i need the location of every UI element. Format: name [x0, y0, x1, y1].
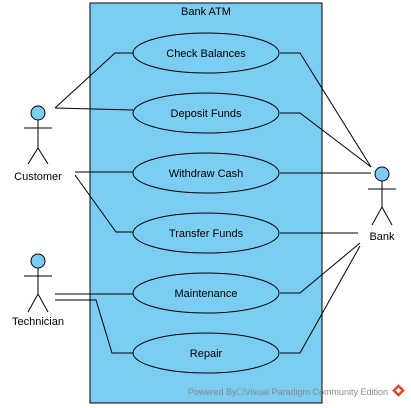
association-bank-repair: [280, 245, 361, 354]
use-case-transfer-funds[interactable]: Transfer Funds: [132, 212, 280, 254]
use-case-shape: [132, 32, 280, 74]
visual-paradigm-logo-icon: [392, 384, 405, 397]
use-case-label: Withdraw Cash: [169, 168, 244, 180]
associations: [54, 52, 372, 354]
actor-customer[interactable]: Customer: [14, 105, 62, 183]
use-case-shape: [132, 272, 280, 314]
stick-figure-icon: [24, 253, 52, 313]
stick-figure-icon: [368, 166, 396, 226]
actor-technician[interactable]: Technician: [12, 253, 64, 328]
use-case-withdraw-cash[interactable]: Withdraw Cash: [132, 152, 280, 194]
association-technician-repair: [55, 299, 133, 354]
use-case-maintenance[interactable]: Maintenance: [132, 272, 280, 314]
use-case-shape: [132, 332, 280, 374]
actor-bank[interactable]: Bank: [368, 166, 396, 243]
association-customer-deposit-funds: [54, 107, 134, 111]
use-case-deposit-funds[interactable]: Deposit Funds: [132, 92, 280, 134]
use-case-label: Check Balances: [166, 48, 246, 60]
association-customer-check-balances: [54, 52, 133, 109]
use-case-label: Repair: [190, 348, 223, 360]
actor-label: Customer: [14, 171, 62, 183]
use-case-shape: [132, 152, 280, 194]
use-case-check-balances[interactable]: Check Balances: [132, 32, 280, 74]
use-case-shape: [132, 92, 280, 134]
use-case-label: Deposit Funds: [171, 108, 242, 120]
use-case-repair[interactable]: Repair: [132, 332, 280, 374]
use-case-label: Transfer Funds: [169, 228, 244, 240]
association-bank-maintenance: [280, 242, 361, 294]
actor-label: Technician: [12, 316, 64, 328]
actor-label: Bank: [369, 231, 395, 243]
system-title: Bank ATM: [181, 6, 231, 18]
association-customer-transfer-funds: [74, 174, 133, 233]
association-bank-check-balances: [280, 52, 372, 168]
watermark-text: Powered By☐Visual Paradigm Community Edi…: [188, 387, 388, 397]
association-bank-deposit-funds: [280, 112, 372, 168]
stick-figure-icon: [24, 105, 52, 165]
use-case-shape: [132, 212, 280, 254]
use-case-label: Maintenance: [175, 288, 238, 300]
